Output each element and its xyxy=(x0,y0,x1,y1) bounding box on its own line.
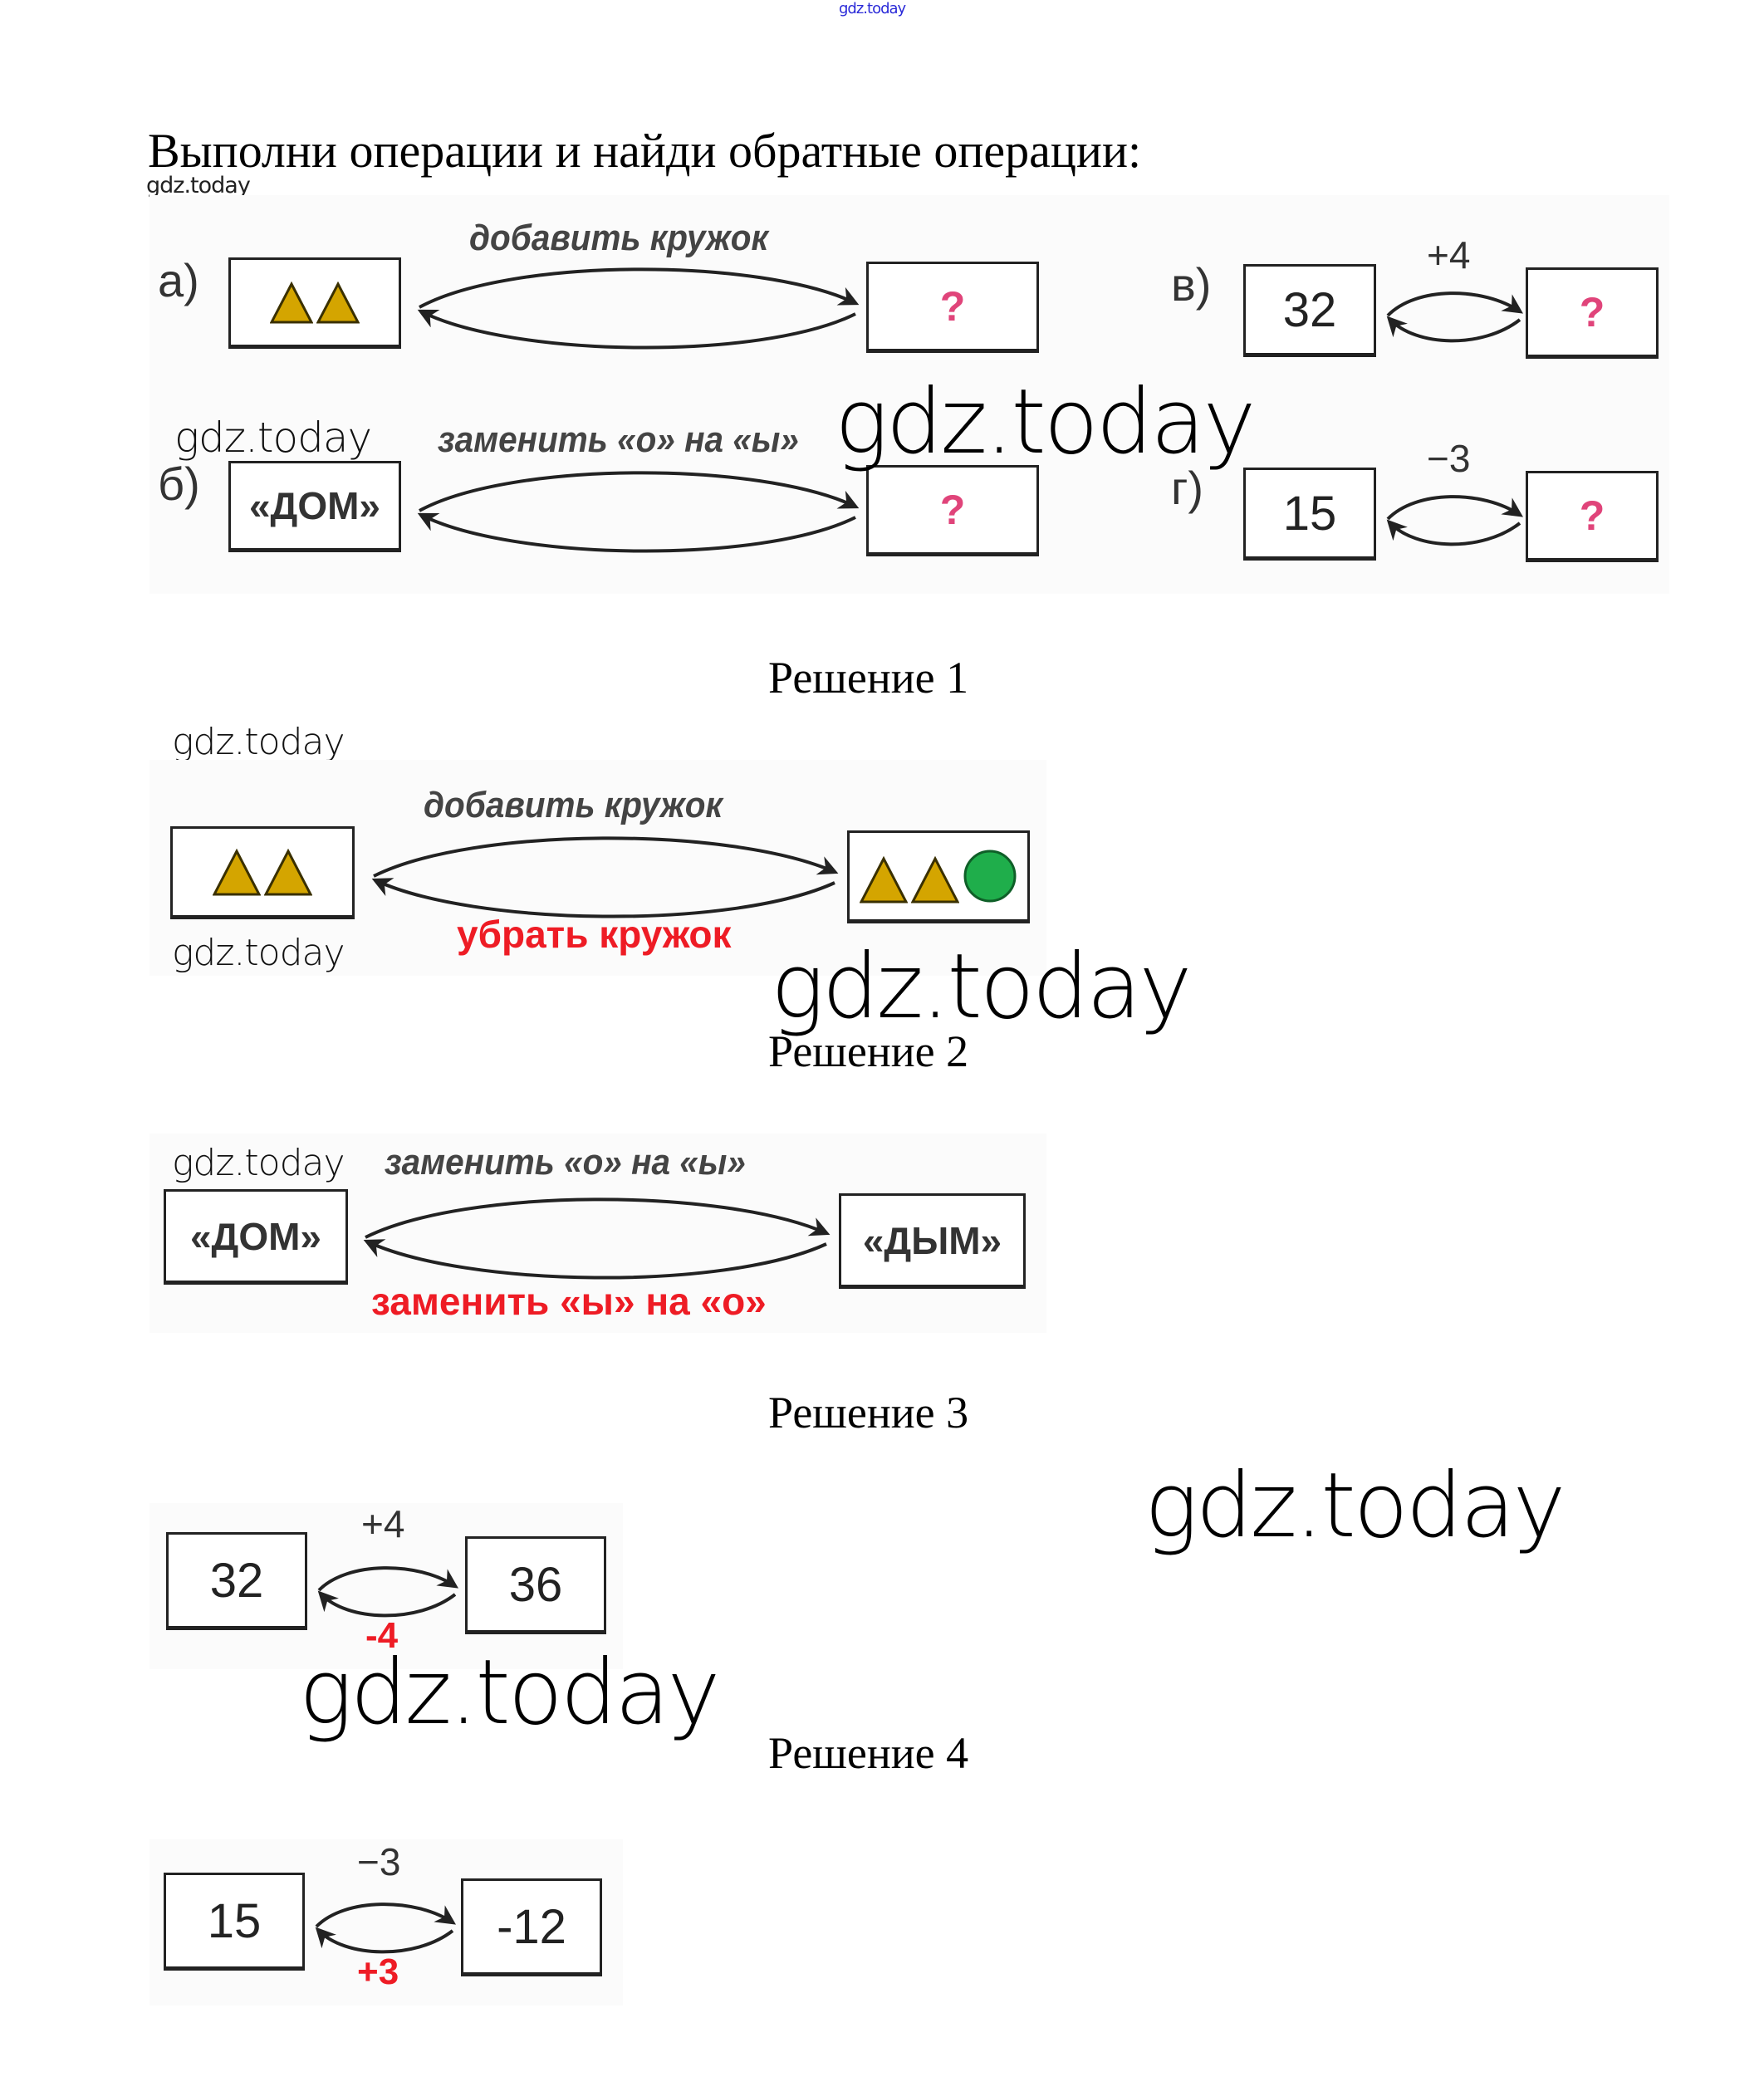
shapes-group xyxy=(270,281,360,324)
question-mark: ? xyxy=(1579,289,1605,335)
watermark-big: gdz.today xyxy=(299,1641,720,1745)
two-way-arrow-icon xyxy=(363,1197,831,1280)
item-label-v: в) xyxy=(1171,258,1212,311)
solution-1-operation: добавить кружок xyxy=(424,785,723,825)
two-way-arrow-icon xyxy=(371,836,839,918)
question-mark: ? xyxy=(939,487,966,533)
watermark-small: gdz.today xyxy=(146,173,251,198)
task-a-from-box xyxy=(228,257,401,349)
two-way-arrow-icon xyxy=(1386,291,1523,343)
watermark-small: gdz.today xyxy=(172,932,345,974)
solution-4-operation: −3 xyxy=(357,1840,401,1883)
number-value: 15 xyxy=(207,1893,262,1948)
solution-2-from-box: «ДОМ» xyxy=(164,1189,348,1285)
shapes-group xyxy=(860,849,1017,904)
solution-2-heading: Решение 2 xyxy=(768,1026,969,1076)
task-v-result-box: ? xyxy=(1526,267,1659,359)
task-g-from-box: 15 xyxy=(1243,468,1376,561)
number-value: 36 xyxy=(508,1557,563,1612)
solution-1-result-box xyxy=(847,830,1030,923)
solution-3-from-box: 32 xyxy=(166,1532,307,1630)
question-mark: ? xyxy=(939,283,966,330)
watermark-big: gdz.today xyxy=(1144,1454,1566,1558)
question-mark: ? xyxy=(1579,492,1605,539)
solution-3-operation: +4 xyxy=(361,1502,405,1545)
task-v-operation: +4 xyxy=(1427,233,1471,277)
solution-3-inverse: -4 xyxy=(365,1615,399,1656)
task-v-from-box: 32 xyxy=(1243,264,1376,357)
watermark-big: gdz.today xyxy=(835,370,1256,474)
watermark-big: gdz.today xyxy=(771,935,1192,1039)
task-g-result-box: ? xyxy=(1526,471,1659,562)
item-label-a: а) xyxy=(158,254,199,306)
number-value: 32 xyxy=(1282,282,1337,337)
solution-2-operation: заменить «о» на «ы» xyxy=(385,1142,746,1183)
triangle-icon xyxy=(213,848,261,896)
word-value: «ДОМ» xyxy=(189,1214,322,1258)
number-value: -12 xyxy=(497,1899,566,1954)
triangle-icon xyxy=(316,281,360,324)
triangle-icon xyxy=(264,848,312,896)
watermark-small: gdz.today xyxy=(174,414,372,462)
number-value: 32 xyxy=(209,1553,264,1608)
two-way-arrow-icon xyxy=(315,1903,456,1954)
two-way-arrow-icon xyxy=(1386,495,1523,546)
word-value: «ДОМ» xyxy=(248,484,381,527)
number-value: 15 xyxy=(1282,486,1337,541)
solution-2-inverse: заменить «ы» на «о» xyxy=(371,1280,767,1323)
solution-3-result-box: 36 xyxy=(465,1536,606,1634)
shapes-group xyxy=(213,848,312,896)
watermark-small: gdz.today xyxy=(172,721,345,763)
task-title: Выполни операции и найди обратные операц… xyxy=(148,124,1142,178)
solution-1-inverse: убрать кружок xyxy=(457,913,732,956)
solution-1-heading: Решение 1 xyxy=(768,653,969,703)
solution-1-from-box xyxy=(170,826,355,919)
item-label-g: г) xyxy=(1171,462,1204,514)
two-way-arrow-icon xyxy=(317,1566,458,1618)
two-way-arrow-icon xyxy=(417,267,860,350)
solution-3-heading: Решение 3 xyxy=(768,1388,969,1437)
item-label-b: б) xyxy=(158,458,200,510)
solution-4-from-box: 15 xyxy=(164,1873,305,1971)
task-b-from-box: «ДОМ» xyxy=(228,461,401,552)
solution-4-inverse: +3 xyxy=(357,1952,399,1992)
solution-2-result-box: «ДЫМ» xyxy=(839,1193,1026,1289)
triangle-icon xyxy=(270,281,313,324)
watermark-top[interactable]: gdz.today xyxy=(839,0,906,17)
watermark-small: gdz.today xyxy=(172,1142,345,1184)
triangle-icon xyxy=(860,855,908,904)
two-way-arrow-icon xyxy=(417,471,860,553)
word-value: «ДЫМ» xyxy=(862,1218,1002,1262)
task-b-result-box: ? xyxy=(866,465,1039,556)
solution-4-heading: Решение 4 xyxy=(768,1728,969,1778)
task-b-operation: заменить «о» на «ы» xyxy=(438,419,799,460)
circle-icon xyxy=(963,850,1017,903)
task-g-operation: −3 xyxy=(1427,437,1471,480)
triangle-icon xyxy=(911,855,959,904)
task-a-operation: добавить кружок xyxy=(469,218,769,258)
solution-4-result-box: -12 xyxy=(461,1878,602,1976)
task-a-result-box: ? xyxy=(866,262,1039,353)
